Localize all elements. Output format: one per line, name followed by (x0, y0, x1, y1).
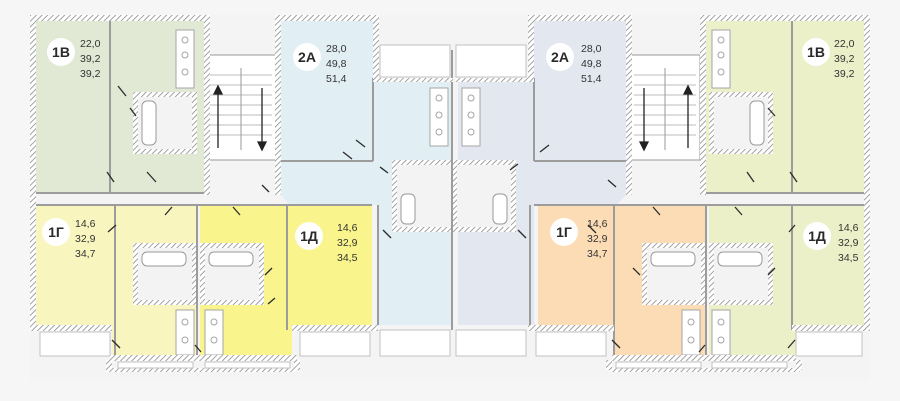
apartment-area-living: 22,0 (80, 38, 101, 50)
apartment-label-left-2a[interactable]: 2А 28,0 49,8 51,4 (293, 43, 347, 85)
apartment-badge (293, 43, 321, 71)
apartment-code: 1Г (48, 224, 64, 240)
door-marks (106, 85, 798, 353)
apartment-label-right-1v[interactable]: 1В 22,0 39,2 39,2 (802, 38, 855, 80)
bathtubs (141, 100, 765, 267)
apartment-area-total: 32,9 (337, 237, 358, 249)
apartment-label-left-1v[interactable]: 1В 22,0 39,2 39,2 (47, 38, 101, 80)
apartment-area-total: 32,9 (75, 233, 96, 245)
balconies (39, 44, 863, 369)
apartment-code: 1В (807, 44, 825, 60)
apartment-area-with-balcony: 39,2 (80, 68, 101, 80)
apartment-area-total: 39,2 (834, 53, 855, 65)
apartment-badge (546, 43, 574, 71)
apartment-label-left-1d[interactable]: 1Д 14,6 32,9 34,5 (295, 222, 358, 264)
apartment-code: 2А (551, 49, 569, 65)
apartment-area-with-balcony: 34,7 (75, 248, 96, 260)
apartment-area-living: 22,0 (834, 38, 855, 50)
apartment-right-2a-room[interactable] (534, 21, 626, 161)
apartment-area-with-balcony: 51,4 (581, 73, 602, 85)
apartment-badge (42, 218, 70, 246)
apartment-code: 1Д (300, 228, 318, 244)
apartment-label-right-2a[interactable]: 2А 28,0 49,8 51,4 (546, 43, 602, 85)
apartment-badge (550, 218, 578, 246)
stair-arrows (212, 84, 694, 152)
apartment-left-2a-room[interactable] (281, 21, 373, 161)
apartment-right-2a-area[interactable] (458, 78, 626, 325)
apartment-left-2a-area[interactable] (281, 78, 452, 325)
apartment-label-right-1d[interactable]: 1Д 14,6 32,9 34,5 (803, 222, 859, 264)
apartment-area-living: 14,6 (75, 218, 96, 230)
apartment-label-left-1g[interactable]: 1Г 14,6 32,9 34,7 (42, 218, 96, 260)
apartment-badge (803, 222, 831, 250)
apartment-area-living: 14,6 (587, 218, 608, 230)
kitchen-fixtures (175, 29, 731, 356)
exterior-walls (30, 15, 870, 372)
apartment-area-living: 14,6 (337, 222, 358, 234)
apartment-area-living: 14,6 (838, 222, 859, 234)
apartment-area-living: 28,0 (581, 43, 602, 55)
apartment-area-total: 49,8 (326, 58, 347, 70)
apartment-code: 2А (298, 49, 316, 65)
apartment-area-with-balcony: 34,5 (838, 252, 859, 264)
apartment-badge (47, 38, 75, 66)
apartment-area-with-balcony: 34,7 (587, 248, 608, 260)
apartment-badge (802, 38, 830, 66)
apartment-area-total: 49,8 (581, 58, 602, 70)
apartment-code: 1Д (808, 228, 826, 244)
apartment-area-living: 28,0 (326, 43, 347, 55)
apartment-area-with-balcony: 39,2 (834, 68, 855, 80)
apartment-code: 1В (52, 44, 70, 60)
apartment-area-with-balcony: 51,4 (326, 73, 347, 85)
apartment-area-total: 39,2 (80, 53, 101, 65)
apartment-code: 1Г (556, 224, 572, 240)
interior-walls (36, 21, 866, 360)
apartment-badge (295, 222, 323, 250)
apartment-area-total: 32,9 (838, 237, 859, 249)
apartment-area-with-balcony: 34,5 (337, 252, 358, 264)
apartment-label-right-1g[interactable]: 1Г 14,6 32,9 34,7 (550, 218, 608, 260)
apartment-area-total: 32,9 (587, 233, 608, 245)
